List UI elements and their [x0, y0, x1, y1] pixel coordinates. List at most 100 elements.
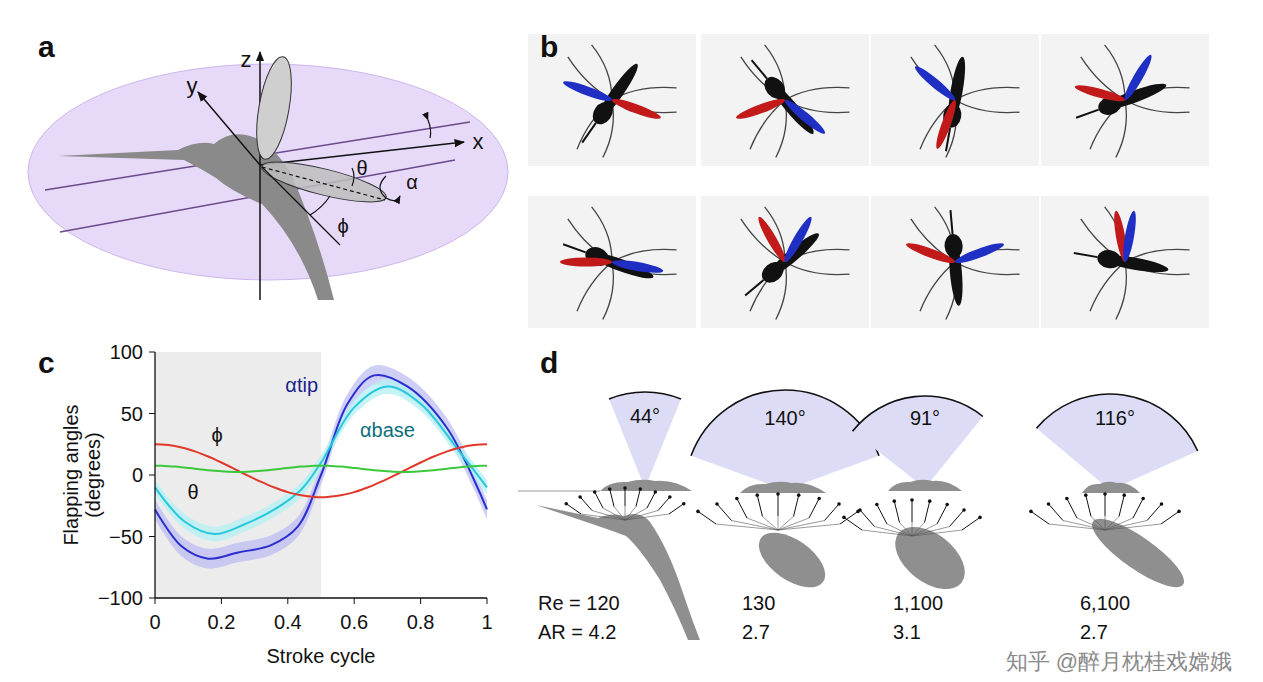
leg: [955, 262, 1020, 275]
x-tick: [287, 598, 288, 604]
chord-stick: [566, 504, 581, 514]
axis-name: z: [241, 48, 252, 72]
x-tick: [155, 598, 156, 604]
x-axis-line: [155, 597, 487, 598]
leading-edge-dot: [1029, 510, 1033, 514]
leading-edge-dot: [1103, 492, 1107, 496]
leading-edge-dot: [715, 502, 719, 506]
leg: [603, 262, 614, 319]
x-tick: [487, 598, 488, 604]
thorax: [760, 73, 789, 103]
mosquito-side: [536, 505, 700, 640]
tick-label: 0.8: [407, 611, 435, 633]
body-front: [1082, 482, 1140, 493]
reynolds-number: 130: [742, 592, 775, 614]
video-frame: [871, 196, 1039, 328]
aspect-ratio: 2.7: [742, 621, 770, 643]
leading-edge-dot: [755, 493, 759, 497]
panel-b: [528, 34, 1209, 328]
hinge-line: [747, 518, 778, 530]
wing-blue: [912, 63, 958, 103]
frame-ground: [528, 196, 696, 328]
wing-red: [560, 258, 612, 267]
proboscis: [950, 210, 952, 234]
x-tick: [221, 598, 222, 604]
hinge-line: [732, 521, 779, 531]
wing-red: [933, 98, 959, 150]
fly-body: [884, 514, 977, 601]
alpha-arrow: [380, 176, 400, 201]
hinge-line: [716, 524, 778, 530]
chord-stick: [937, 504, 947, 524]
chord-stick: [610, 489, 614, 506]
chord-stick: [717, 504, 732, 521]
chord-stick: [860, 510, 875, 527]
hinge-line: [763, 517, 779, 531]
angle-symbol: θ: [356, 157, 367, 179]
leading-edge-dot: [564, 502, 568, 506]
proboscis: [1074, 253, 1098, 257]
chord-stick: [1086, 495, 1091, 516]
video-frame: [528, 196, 696, 328]
wing-side: [259, 154, 389, 210]
leading-edge-dot: [668, 495, 672, 499]
chord-stick: [950, 510, 965, 527]
angle-symbol: α: [406, 171, 418, 193]
leading-edge-dot: [962, 508, 966, 512]
stroke-fan: [1036, 394, 1197, 490]
body-front: [740, 482, 826, 493]
leading-edge-dot: [1084, 493, 1088, 497]
chord-stick: [595, 492, 603, 508]
hinge-line: [887, 524, 912, 536]
phi-curve: [155, 444, 487, 497]
x-tick: [354, 598, 355, 604]
chord-stick: [925, 501, 930, 522]
fly-body: [1084, 508, 1192, 597]
y-tick: [149, 413, 155, 414]
stroke-line: [262, 167, 340, 245]
hinge-line: [1105, 524, 1161, 530]
fan-arc: [853, 396, 983, 431]
leg: [955, 100, 1020, 113]
wing-blue: [1121, 210, 1139, 263]
thorax: [944, 233, 964, 258]
reynolds-number: Re = 120: [538, 592, 620, 614]
hinge-line: [778, 521, 825, 531]
leading-edge-dot: [654, 490, 658, 494]
leading-edge-dot: [837, 502, 841, 506]
chord-stick: [794, 495, 799, 516]
leading-edge-dot: [608, 487, 612, 491]
proboscis: [582, 123, 596, 143]
chord-stick: [1067, 498, 1077, 518]
wing-kinematics: [564, 486, 685, 520]
leg: [785, 87, 850, 100]
hinge-line: [1063, 521, 1105, 531]
leading-edge-dot: [945, 503, 949, 507]
hinge-line: [778, 516, 779, 530]
hinge-line: [912, 527, 950, 537]
chord-stick: [757, 495, 762, 516]
aspect-ratio: AR = 4.2: [538, 621, 616, 643]
wing-red: [905, 240, 957, 266]
hinge-line: [614, 507, 625, 521]
aspect-ratio: 3.1: [893, 621, 921, 643]
wing-blue: [1121, 53, 1155, 103]
y-tick: [149, 475, 155, 476]
leading-edge-dot: [978, 516, 982, 520]
wing-blue: [782, 97, 828, 137]
leading-edge-dot: [1141, 497, 1145, 501]
leading-edge-dot: [1047, 502, 1051, 506]
hinge-line: [778, 524, 840, 530]
leading-edge-dot: [682, 502, 686, 506]
base-band: [155, 379, 487, 541]
reynolds-number: 1,100: [893, 592, 943, 614]
theta-curve: [155, 466, 487, 472]
alpha-base-curve: [155, 386, 487, 534]
hinge-line: [912, 523, 925, 537]
frame-ground: [871, 196, 1039, 328]
y-tick: [149, 598, 155, 599]
panel-letter: b: [540, 30, 558, 63]
tick-label: 50: [121, 403, 143, 425]
curve-label: θ: [187, 481, 198, 503]
hinge-line: [862, 530, 912, 536]
